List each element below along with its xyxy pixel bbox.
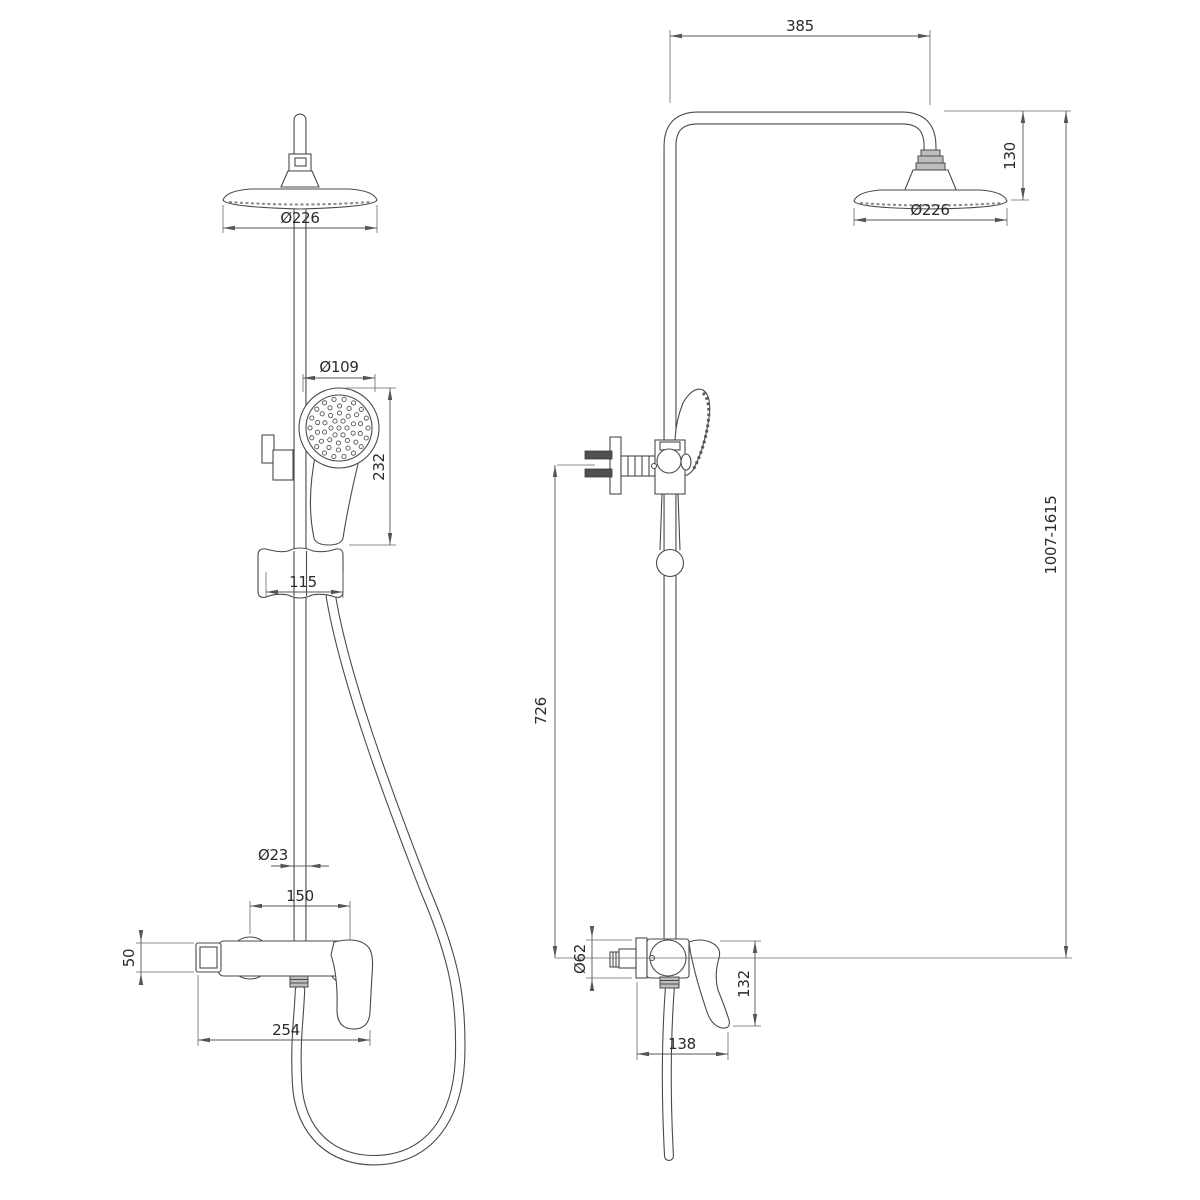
dim-side-mixer-connection-diameter: Ø62 xyxy=(571,944,589,974)
front-wall-bracket-hook xyxy=(261,434,294,481)
front-shower-hose xyxy=(291,591,466,1166)
side-wall-supply-bracket xyxy=(584,436,692,495)
side-view xyxy=(584,111,1008,1161)
dim-side-arm-reach: 385 xyxy=(786,17,814,35)
front-hand-shower xyxy=(298,387,380,546)
front-rain-head xyxy=(222,153,378,210)
dim-front-hand-shower-diameter: Ø109 xyxy=(319,358,358,376)
side-dimensions: 385 130 Ø226 1007-1615 726 Ø62 132 138 xyxy=(532,17,1072,1060)
dim-side-mixer-depth: 138 xyxy=(668,1035,696,1053)
dim-front-mixer-port-spacing: 150 xyxy=(286,887,314,905)
dim-front-slider-bracket-width: 115 xyxy=(289,573,317,591)
side-rain-head xyxy=(853,149,1008,210)
hand-shower-nozzle-dots xyxy=(307,396,371,460)
dim-side-head-diameter: Ø226 xyxy=(910,201,949,219)
dim-side-column-height-range: 1007-1615 xyxy=(1042,495,1060,574)
dim-front-pipe-diameter: Ø23 xyxy=(258,846,288,864)
side-slider-sleeve-and-knob xyxy=(655,493,685,578)
dim-front-head-diameter: Ø226 xyxy=(280,209,319,227)
side-outlet-hose xyxy=(661,981,675,1161)
dim-front-mixer-body-height: 50 xyxy=(120,949,138,968)
dim-front-mixer-width: 254 xyxy=(272,1021,300,1039)
dim-side-head-drop: 130 xyxy=(1001,142,1019,170)
front-mixer xyxy=(195,936,374,1030)
front-dimensions: Ø226 Ø109 232 115 Ø23 150 50 254 xyxy=(120,205,396,1046)
side-mixer xyxy=(609,937,730,1029)
dim-side-handle-drop: 132 xyxy=(735,970,753,998)
dim-front-hand-shower-length: 232 xyxy=(370,453,388,481)
front-view xyxy=(195,113,466,1166)
side-column-and-arm-pipe xyxy=(663,111,937,944)
dim-side-supply-to-mixer-height: 726 xyxy=(532,697,550,725)
